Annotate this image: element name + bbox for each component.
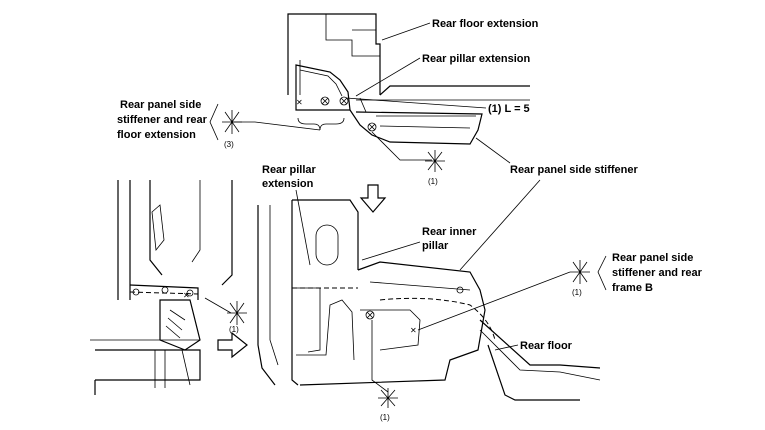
svg-text:✕: ✕: [296, 98, 303, 107]
svg-text:✕: ✕: [183, 291, 190, 300]
label-count-1-left: (1): [229, 325, 239, 334]
arrow-right-icon: [217, 331, 248, 359]
top-detail-view: ✕: [287, 13, 530, 145]
label-rear-pillar-extension-line2: extension: [262, 178, 314, 190]
label-rear-floor: Rear floor: [520, 340, 573, 352]
star-weld-icon: [425, 150, 445, 172]
label-stiffener-frame-line1: Rear panel side: [612, 252, 693, 264]
label-rear-panel-side-stiffener: Rear panel side stiffener: [510, 164, 638, 176]
label-rear-pillar-extension-line1: Rear pillar: [262, 164, 317, 176]
left-view: ✕: [90, 180, 233, 395]
label-rear-pillar-extension-top: Rear pillar extension: [422, 53, 530, 65]
label-spot-weld-length: (1) L = 5: [488, 103, 530, 115]
label-rear-inner-pillar-line1: Rear inner: [422, 226, 477, 238]
star-weld-icon: [570, 260, 590, 284]
svg-text:✕: ✕: [410, 326, 417, 335]
label-rear-floor-extension: Rear floor extension: [432, 18, 539, 30]
label-stiffener-floor-ext-line1: Rear panel side: [120, 99, 201, 111]
label-stiffener-frame-line2: stiffener and rear: [612, 267, 703, 279]
label-stiffener-floor-ext-line2: stiffener and rear: [117, 114, 208, 126]
star-weld-icon: [227, 301, 247, 325]
label-count-1-right: (1): [572, 288, 582, 297]
main-assembly-view: ✕: [257, 199, 601, 401]
spot-weld-row: ✕: [296, 96, 377, 132]
label-stiffener-floor-ext-line3: floor extension: [117, 129, 196, 141]
label-count-1-top: (1): [428, 177, 438, 186]
label-count-3: (3): [224, 140, 234, 149]
label-stiffener-frame-line3: frame B: [612, 282, 653, 294]
arrow-down-icon: [359, 184, 387, 213]
star-weld-icon: [222, 110, 242, 134]
label-count-1-bottom: (1): [380, 413, 390, 422]
star-weld-icon: [378, 388, 398, 408]
label-rear-inner-pillar-line2: pillar: [422, 240, 449, 252]
